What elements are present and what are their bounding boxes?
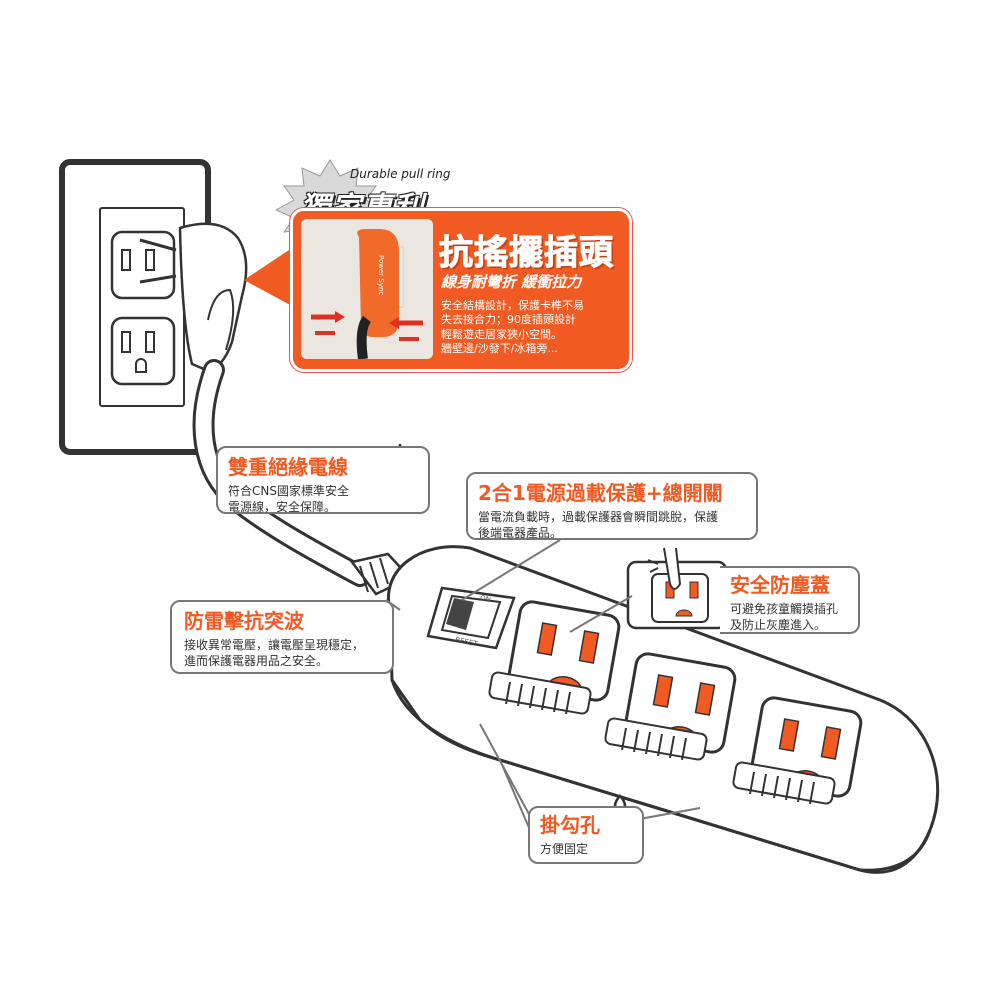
callout-overload-protection: 2合1電源過載保護+總開關 當電流負載時，過載保護器會瞬間跳脫，保護 後端電器產…: [466, 472, 758, 540]
promo-body: 安全結構設計，保護卡榫不易 失去接合力；90度插頭設計 輕鬆遊走居家狹小空間。 …: [441, 299, 584, 355]
master-switch: [426, 586, 516, 650]
hook-body: 方便固定: [540, 842, 589, 856]
individual-switches: [488, 671, 836, 805]
hook-title: 掛勾孔: [540, 813, 600, 837]
promo-subtitle: 線身耐彎折 緩衝拉力: [441, 273, 582, 291]
dust-title: 安全防塵蓋: [730, 573, 830, 597]
leader-lines: [385, 539, 701, 831]
plug-photo: Power Sync: [301, 219, 433, 359]
pull-ring-label: Durable pull ring: [350, 167, 451, 181]
plug-in-wall: [139, 222, 248, 372]
callout-surge-protection: 防雷擊抗突波 接收異常電壓，讓電壓呈現穩定， 進而保護電器用品之安全。: [170, 600, 394, 674]
dust-body: 可避免孩童觸摸插孔 及防止灰塵進入。: [730, 602, 839, 633]
surge-body: 接收異常電壓，讓電壓呈現穩定， 進而保護電器用品之安全。: [184, 638, 365, 669]
promo-title: 抗搖擺插頭: [439, 233, 614, 274]
callout-hook-hole: 掛勾孔 方便固定: [528, 806, 644, 864]
anti-sway-plug-card: Power Sync 抗搖擺插頭 線身耐彎折 緩衝拉力 安全結構設計，保護卡榫不…: [290, 208, 632, 372]
dust-cover-inset: [626, 547, 728, 630]
callout-dust-cover: 安全防塵蓋 可避免孩童觸摸插孔 及防止灰塵進入。: [720, 566, 860, 634]
insulation-body: 符合CNS國家標準安全 電源線，安全保障。: [228, 484, 349, 515]
overload-body: 當電流負載時，過載保護器會瞬間跳脫，保護 後端電器產品。: [478, 510, 719, 541]
callout-double-insulation: 雙重絕緣電線 符合CNS國家標準安全 電源線，安全保障。: [216, 446, 430, 514]
surge-title: 防雷擊抗突波: [184, 609, 304, 633]
insulation-title: 雙重絕緣電線: [228, 455, 348, 479]
strip-outlet-1: [507, 600, 621, 702]
overload-title: 2合1電源過載保護+總開關: [478, 481, 723, 505]
promo-pointer: [244, 248, 292, 306]
plug-brand-text: Power Sync: [377, 255, 385, 295]
